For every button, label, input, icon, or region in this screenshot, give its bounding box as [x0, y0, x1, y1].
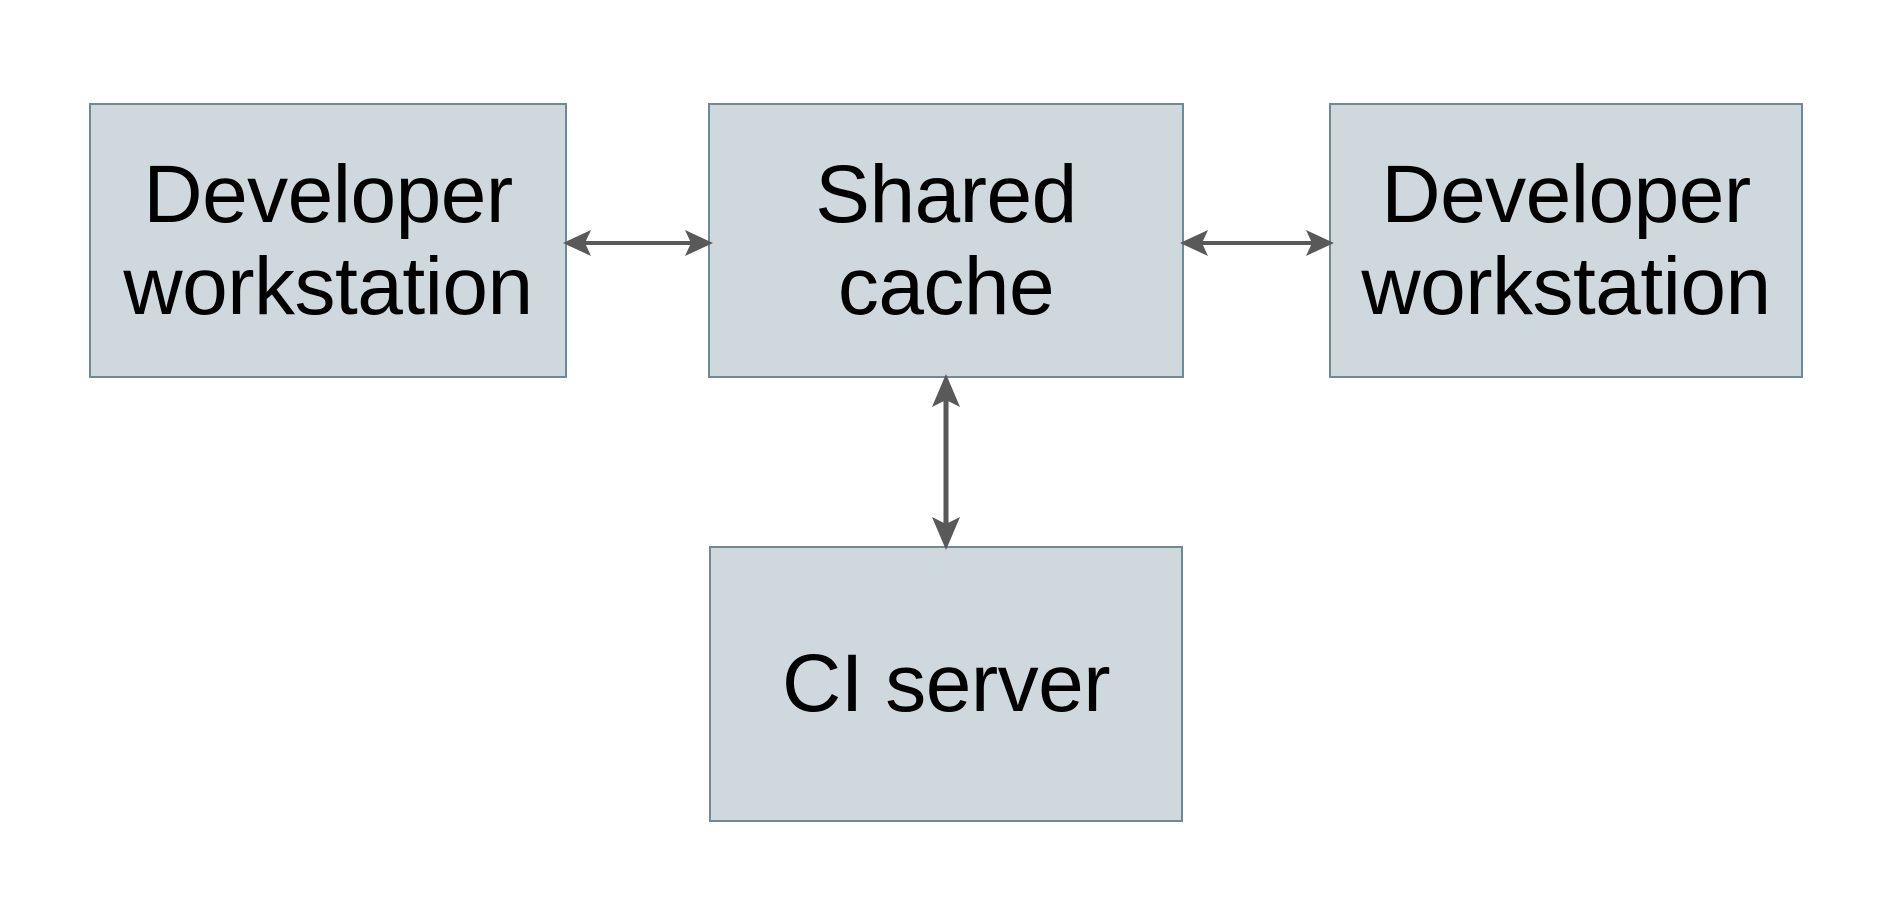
edge-shared-cache-to-developer-right[interactable]: [1180, 212, 1334, 274]
node-label: CI server: [781, 638, 1111, 729]
node-shared-cache[interactable]: Shared cache: [708, 103, 1184, 378]
node-label: Developer workstation: [1361, 148, 1771, 332]
double-headed-arrow-icon: [563, 230, 713, 256]
node-label: Shared cache: [815, 148, 1077, 332]
node-developer-workstation-right[interactable]: Developer workstation: [1329, 103, 1803, 378]
double-headed-arrow-icon: [932, 374, 960, 550]
double-headed-arrow-icon: [1180, 230, 1334, 256]
node-label: Developer workstation: [123, 148, 533, 332]
edge-developer-left-to-shared-cache[interactable]: [563, 212, 713, 274]
node-ci-server[interactable]: CI server: [709, 546, 1183, 822]
node-developer-workstation-left[interactable]: Developer workstation: [89, 103, 567, 378]
edge-shared-cache-to-ci-server[interactable]: [915, 374, 977, 550]
